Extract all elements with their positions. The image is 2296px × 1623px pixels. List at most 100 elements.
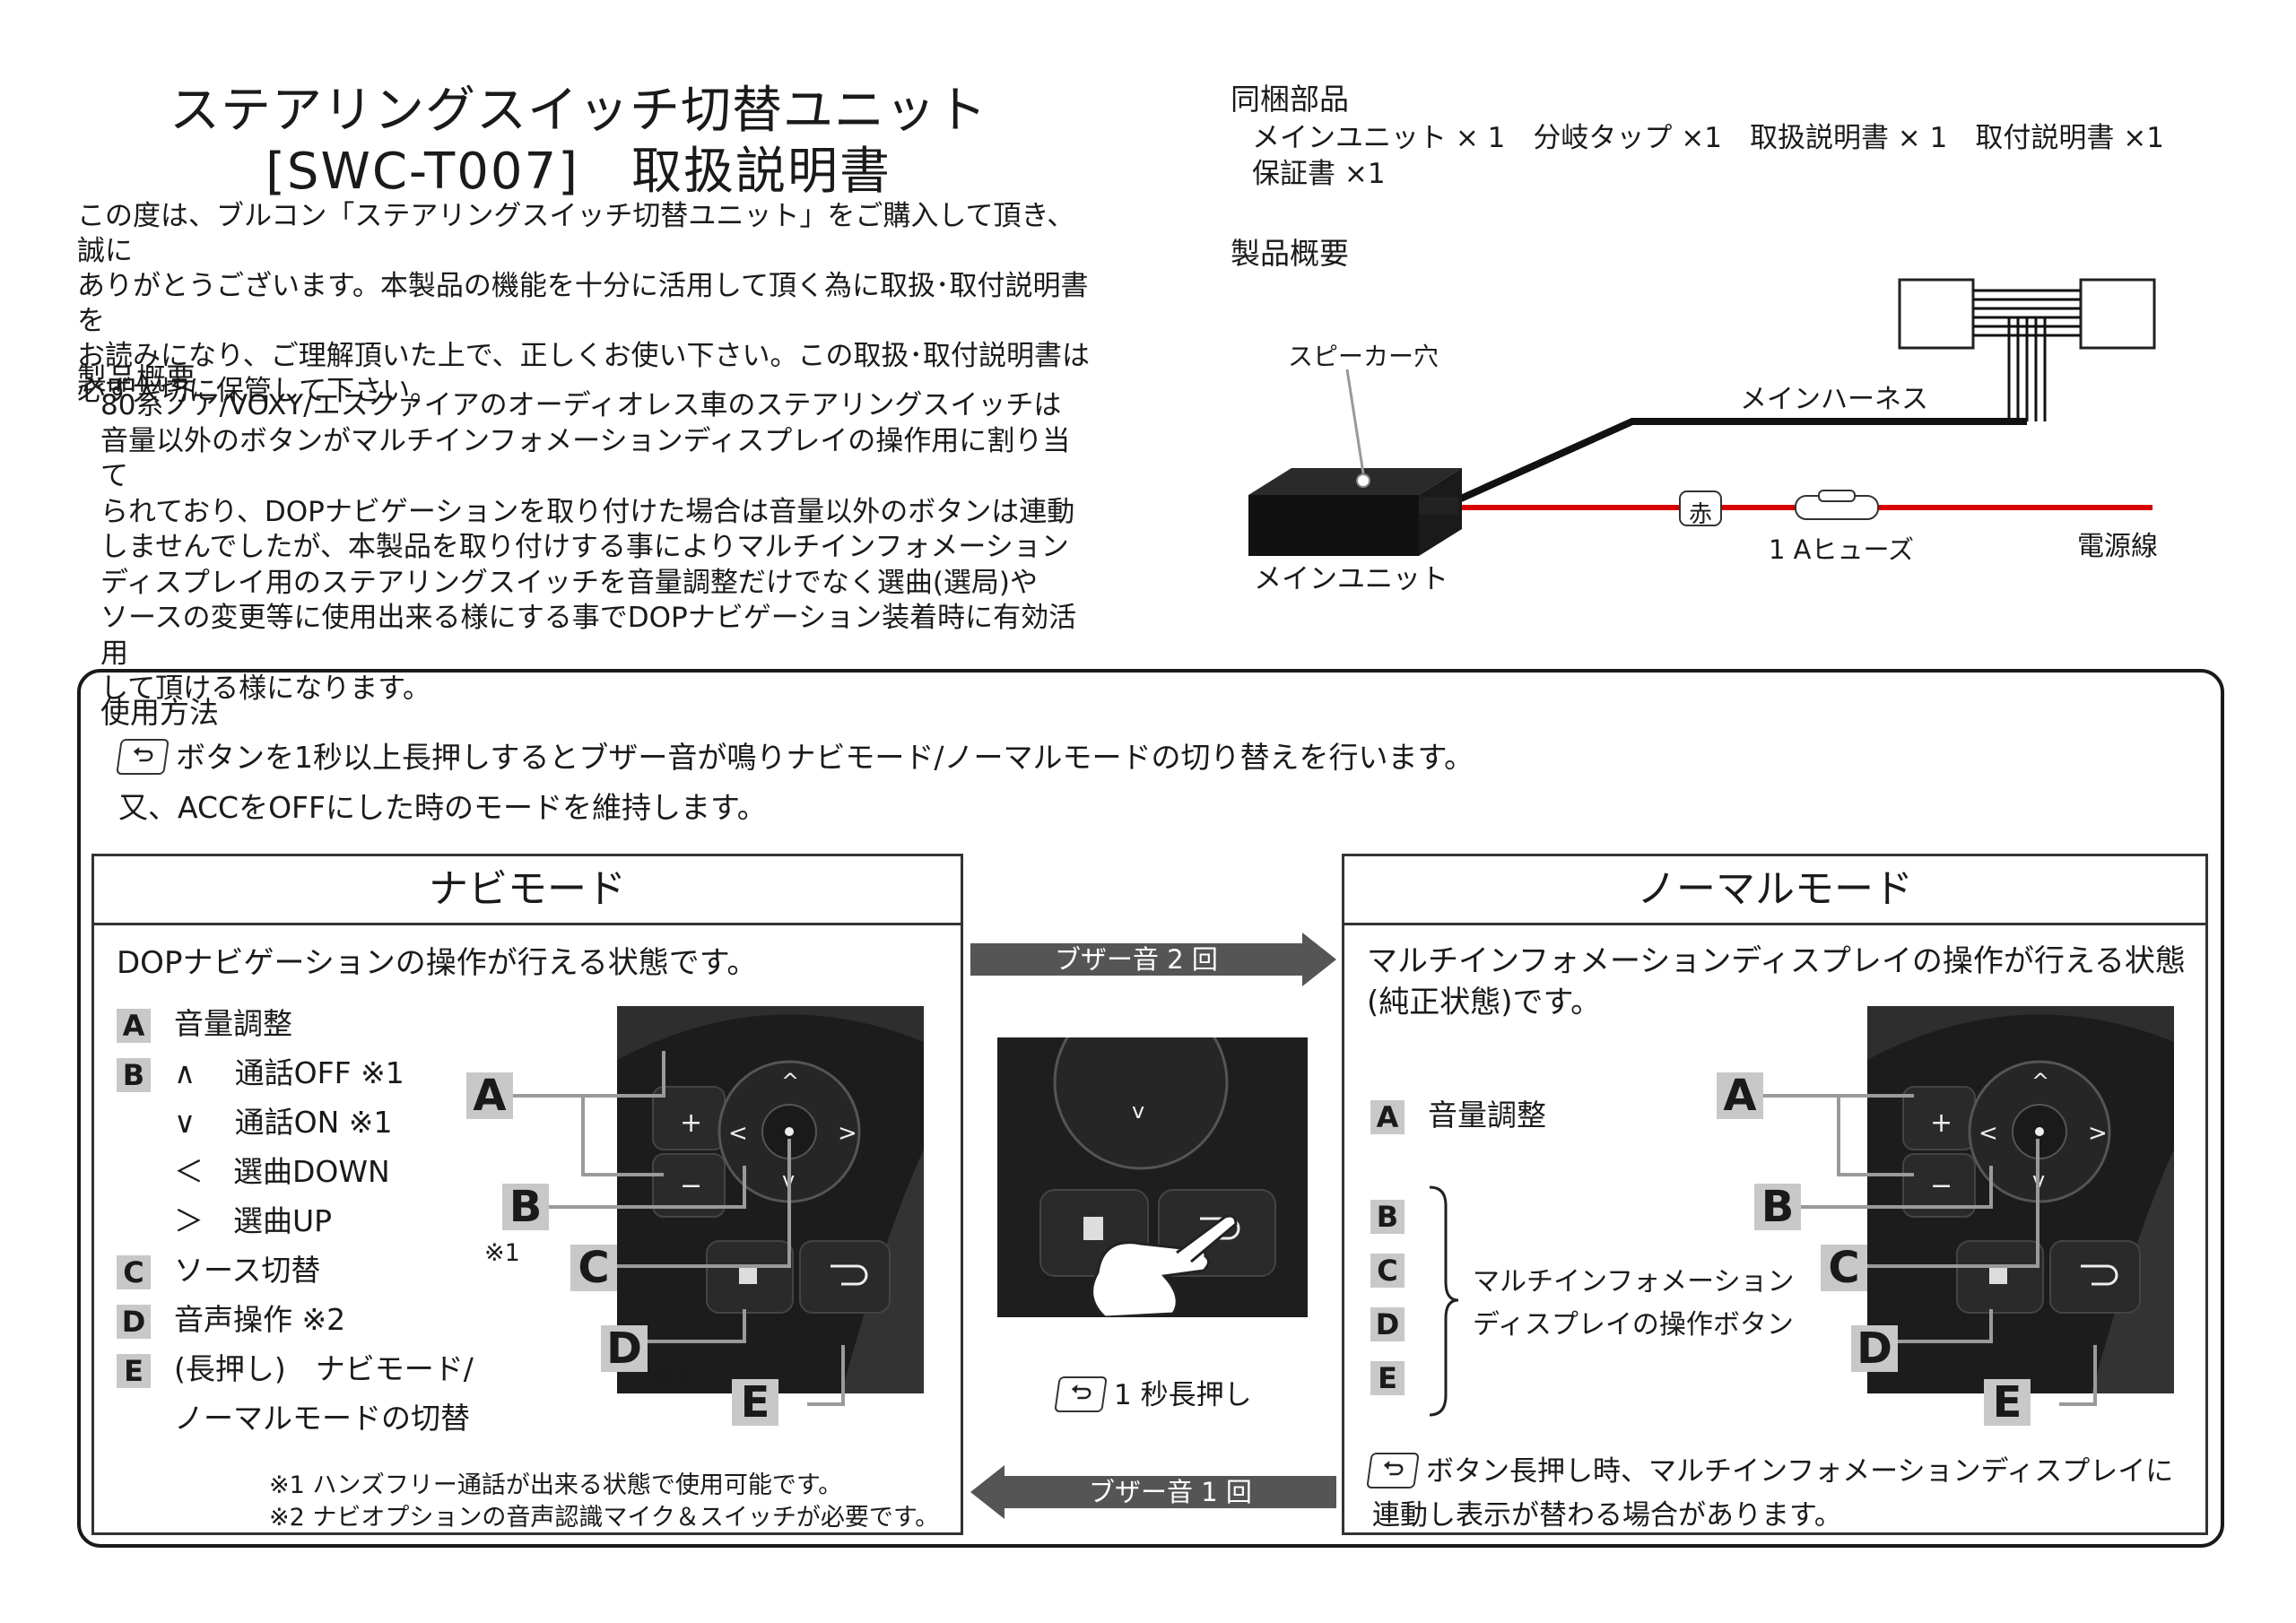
svg-text:+: + xyxy=(1930,1107,1952,1139)
usage-line-1-text: ボタンを1秒以上長押しするとブザー音が鳴りナビモード/ノーマルモードの切り替えを… xyxy=(176,740,1474,775)
back-icon xyxy=(116,738,170,775)
normal-callout-lines xyxy=(1761,1094,2097,1406)
svg-text:−: − xyxy=(1930,1170,1952,1202)
callout-d-normal: D xyxy=(1851,1325,1898,1372)
note-mark-1: ※1 xyxy=(484,1239,520,1267)
navi-item: C ソース切替 xyxy=(117,1246,320,1289)
svg-text:>: > xyxy=(2088,1120,2108,1147)
navi-item-text: 音量調整 xyxy=(174,1006,292,1041)
normal-item-text: 音量調整 xyxy=(1428,1098,1546,1133)
callout-c-normal: C xyxy=(1821,1245,1867,1291)
key-badge-e: E xyxy=(1370,1361,1405,1395)
steering-switch-photo-normal: + − ^ < > v xyxy=(1867,1006,2174,1393)
svg-text:<: < xyxy=(728,1120,748,1147)
callout-e-normal: E xyxy=(1984,1379,2031,1426)
buzzer-1-arrow: ブザー音 1 回 xyxy=(970,1465,1336,1519)
long-press-text: 1 秒長押し xyxy=(1114,1379,1252,1411)
included-heading: 同梱部品 xyxy=(1231,82,1349,117)
page-subtitle: [SWC-T007] 取扱説明書 xyxy=(265,143,891,201)
fuse-label: 1 Aヒューズ xyxy=(1769,534,1915,565)
group-text-1: マルチインフォメーション xyxy=(1473,1266,1795,1298)
back-icon xyxy=(1366,1452,1420,1488)
overview-heading: 製品概要 xyxy=(77,361,196,396)
navi-item: ＞ 選曲UP xyxy=(174,1203,333,1238)
key-badge-b: B xyxy=(1370,1200,1405,1234)
overview-line: して頂ける様になります。 xyxy=(100,673,430,705)
callout-e: E xyxy=(732,1379,778,1426)
included-list: メインユニット × 1 分岐タップ ×1 取扱説明書 × 1 取付説明書 ×1 … xyxy=(1252,120,2221,192)
steering-switch-photo: + − ^ < > v xyxy=(617,1006,924,1393)
navi-mode-panel: ナビモード xyxy=(91,854,963,1535)
included-line: メインユニット × 1 分岐タップ ×1 取扱説明書 × 1 取付説明書 ×1 xyxy=(1252,122,2164,154)
main-harness-label: メインハーネス xyxy=(1740,384,1928,415)
key-badge: E xyxy=(117,1353,151,1388)
navi-mode-desc: DOPナビゲーションの操作が行える状態です。 xyxy=(117,945,758,981)
overview-line: られており、DOPナビゲーションを取り付けた場合は音量以外のボタンは連動 xyxy=(100,495,1075,528)
navi-item: ∨ 通話ON ※1 xyxy=(174,1105,393,1140)
included-line: 保証書 ×1 xyxy=(1252,158,1386,190)
normal-mode-title: ノーマルモード xyxy=(1344,856,2205,925)
normal-note-1: ボタン長押し時、マルチインフォメーションディスプレイに xyxy=(1366,1448,2174,1491)
buzzer-1-label: ブザー音 1 回 xyxy=(1089,1477,1252,1507)
usage-box xyxy=(77,669,2224,1548)
normal-mode-desc-2: (純正状態)です。 xyxy=(1367,985,1602,1020)
overview-line: ディスプレイ用のステアリングスイッチを音量調整だけでなく選曲(選局)や xyxy=(100,566,1039,599)
callout-a: A xyxy=(466,1072,513,1119)
key-badge: A xyxy=(1370,1099,1405,1134)
normal-item-a: A 音量調整 xyxy=(1370,1091,1546,1134)
normal-mode-desc-1: マルチインフォメーションディスプレイの操作が行える状態 xyxy=(1367,943,2186,979)
normal-note-1-text: ボタン長押し時、マルチインフォメーションディスプレイに xyxy=(1426,1455,2174,1488)
main-unit-label: メインユニット xyxy=(1254,563,1448,595)
speaker-hole-label: スピーカー穴 xyxy=(1288,342,1439,371)
page-title: ステアリングスイッチ切替ユニット xyxy=(170,82,987,140)
diagram-heading: 製品概要 xyxy=(1231,236,1349,271)
navi-mode-title: ナビモード xyxy=(94,856,961,925)
intro-line: この度は、ブルコン「ステアリングスイッチ切替ユニット」をご購入して頂き、誠に xyxy=(77,200,1075,267)
svg-text:^: ^ xyxy=(2031,1069,2049,1094)
product-diagram xyxy=(1248,278,2156,556)
callout-c: C xyxy=(570,1245,617,1291)
intro-text: この度は、ブルコン「ステアリングスイッチ切替ユニット」をご購入して頂き、誠に あ… xyxy=(77,199,1091,409)
usage-line-2: 又、ACCをOFFにした時のモードを維持します。 xyxy=(118,790,767,825)
group-brace xyxy=(1429,1185,1459,1417)
svg-text:v: v xyxy=(1132,1098,1144,1124)
svg-text:^: ^ xyxy=(781,1069,799,1094)
intro-line: お読みになり、ご理解頂いた上で、正しくお使い下さい。この取扱･取付説明書は xyxy=(77,340,1091,372)
key-badge-c: C xyxy=(1370,1254,1405,1288)
back-icon xyxy=(1054,1376,1108,1412)
navi-callout-lines xyxy=(511,1051,845,1406)
key-badge-d: D xyxy=(1370,1307,1405,1341)
svg-text:>: > xyxy=(838,1120,857,1147)
usage-heading: 使用方法 xyxy=(100,695,219,730)
power-wire-label: 電源線 xyxy=(2077,531,2158,562)
overview-line: ソースの変更等に使用出来る様にする事でDOPナビゲーション装着時に有効活用 xyxy=(100,602,1077,670)
svg-text:+: + xyxy=(680,1107,702,1139)
footnote-1: ※1 ハンズフリー通話が出来る状態で使用可能です。 xyxy=(269,1471,843,1499)
svg-text:<: < xyxy=(1979,1120,1998,1147)
key-badge: A xyxy=(117,1008,151,1043)
overview-text: 80系ノア/VOXY/エスクァイアのオーディオレス車のステアリングスイッチは 音… xyxy=(100,388,1096,707)
long-press-caption: 1 秒長押し xyxy=(1054,1372,1252,1415)
callout-b-normal: B xyxy=(1754,1184,1801,1230)
normal-note-2: 連動し表示が替わる場合があります。 xyxy=(1372,1499,1842,1532)
normal-mode-panel: ノーマルモード xyxy=(1342,854,2208,1535)
note-mark-2: ※2 xyxy=(653,1365,689,1393)
red-tag-label: 赤 xyxy=(1688,501,1712,528)
svg-text:−: − xyxy=(680,1170,702,1202)
overview-line: しませんでしたが、本製品を取り付けする事によりマルチインフォメーション xyxy=(100,531,1069,563)
buzzer-2-arrow: ブザー音 2 回 xyxy=(970,933,1336,986)
navi-item: A 音量調整 xyxy=(117,1000,292,1043)
navi-item: ＜ 選曲DOWN xyxy=(174,1154,390,1189)
overview-line: 音量以外のボタンがマルチインフォメーションディスプレイの操作用に割り当て xyxy=(100,424,1071,493)
navi-item-text: ∧ 通話OFF ※1 xyxy=(174,1055,404,1090)
navi-item: ノーマルモードの切替 xyxy=(174,1401,470,1436)
navi-item-text: ソース切替 xyxy=(174,1253,321,1288)
overview-line: 80系ノア/VOXY/エスクァイアのオーディオレス車のステアリングスイッチは xyxy=(100,389,1062,421)
long-press-photo: v xyxy=(997,1037,1308,1317)
intro-line: ありがとうございます。本製品の機能を十分に活用して頂く為に取扱･取付説明書を xyxy=(77,270,1089,337)
key-badge: C xyxy=(117,1254,151,1289)
navi-item-text: 音声操作 ※2 xyxy=(174,1302,346,1337)
buzzer-2-label: ブザー音 2 回 xyxy=(1055,944,1218,975)
group-text-2: ディスプレイの操作ボタン xyxy=(1473,1309,1794,1341)
